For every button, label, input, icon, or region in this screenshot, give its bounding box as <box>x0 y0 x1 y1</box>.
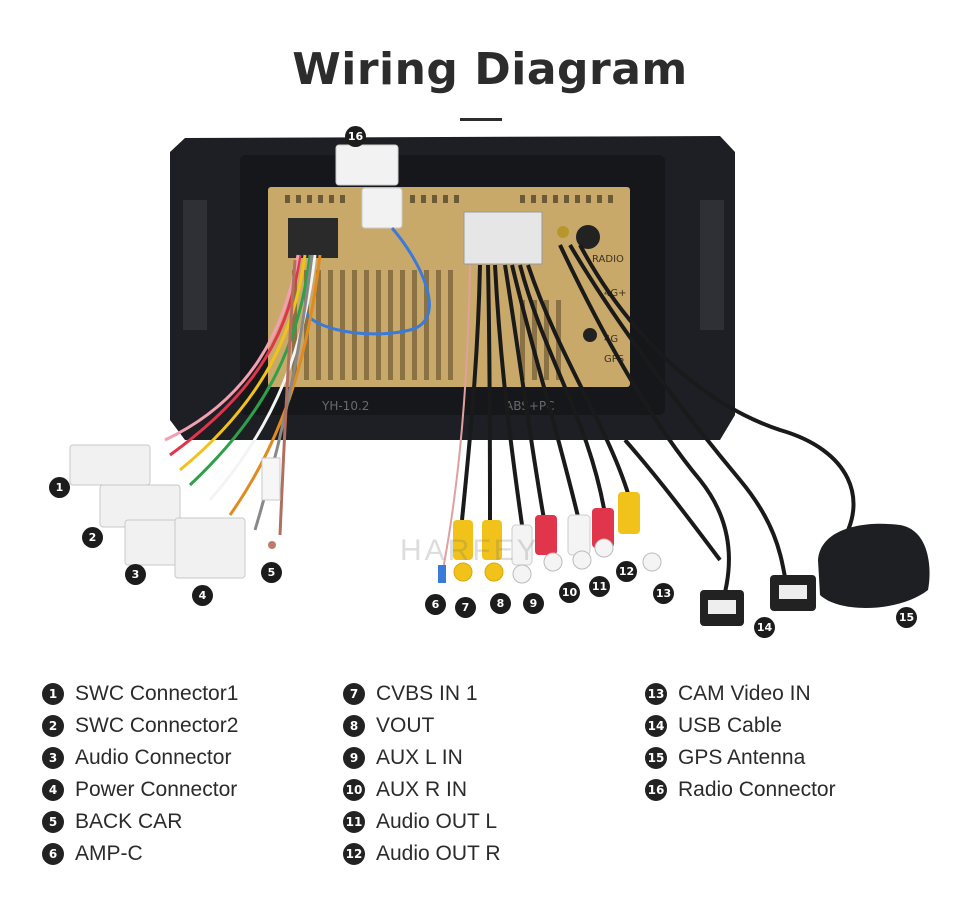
legend-label: Audio OUT L <box>376 810 498 833</box>
legend-item: 6 AMP-C <box>42 838 238 870</box>
legend-item: 5 BACK CAR <box>42 806 238 838</box>
callout-6: 6 <box>425 594 446 615</box>
legend-item: 4 Power Connector <box>42 774 238 806</box>
legend-number-badge: 7 <box>343 683 365 705</box>
legend-number-badge: 15 <box>645 747 667 769</box>
callout-15: 15 <box>896 607 917 628</box>
legend-item: 14 USB Cable <box>645 710 836 742</box>
callout-4: 4 <box>192 585 213 606</box>
watermark: HARFEY <box>400 534 540 567</box>
callout-16: 16 <box>345 126 366 147</box>
legend-label: Audio Connector <box>75 746 232 769</box>
legend-item: 2 SWC Connector2 <box>42 710 238 742</box>
callout-11: 11 <box>589 576 610 597</box>
legend-number-badge: 3 <box>42 747 64 769</box>
rca-plugs <box>438 492 662 584</box>
swc-connectors <box>69 444 281 579</box>
callout-12: 12 <box>616 561 637 582</box>
usb-plugs <box>700 575 816 626</box>
callout-7: 7 <box>455 597 476 618</box>
legend-item: 8 VOUT <box>343 710 501 742</box>
wiring-photo: RADIO 4G+ 4G GPS YH-10.2 ABS+PC <box>69 136 930 626</box>
legend-label: BACK CAR <box>75 810 183 833</box>
legend-number-badge: 12 <box>343 843 365 865</box>
rca-leads <box>441 264 632 576</box>
legend-label: VOUT <box>376 714 435 737</box>
legend-number-badge: 8 <box>343 715 365 737</box>
gps-antenna <box>818 523 930 608</box>
legend-column-2: 7 CVBS IN 1 8 VOUT 9 AUX L IN 10 AUX R IN 11… <box>343 678 501 870</box>
legend-number-badge: 1 <box>42 683 64 705</box>
legend-number-badge: 14 <box>645 715 667 737</box>
legend-item: 15 GPS Antenna <box>645 742 836 774</box>
chassis-panel <box>268 187 630 387</box>
legend-number-badge: 11 <box>343 811 365 833</box>
gps-port-label: GPS <box>604 354 624 365</box>
radio-connector <box>303 144 431 336</box>
callout-8: 8 <box>490 593 511 614</box>
wire-harness <box>164 254 322 536</box>
legend-item: 11 Audio OUT L <box>343 806 501 838</box>
callout-3: 3 <box>125 564 146 585</box>
legend-number-badge: 9 <box>343 747 365 769</box>
callout-13: 13 <box>653 583 674 604</box>
legend-label: GPS Antenna <box>678 746 806 769</box>
4g-port-label: 4G <box>604 334 618 345</box>
legend-item: 12 Audio OUT R <box>343 838 501 870</box>
4g-plus-port-label: 4G+ <box>604 288 627 299</box>
legend-label: AUX R IN <box>376 778 468 801</box>
legend-item: 3 Audio Connector <box>42 742 238 774</box>
legend-item: 1 SWC Connector1 <box>42 678 238 710</box>
usb-gps-cables <box>558 243 856 611</box>
title-underline <box>460 118 502 121</box>
legend-label: CAM Video IN <box>678 682 811 705</box>
legend-number-badge: 16 <box>645 779 667 801</box>
legend-item: 16 Radio Connector <box>645 774 836 806</box>
callout-2: 2 <box>82 527 103 548</box>
legend-label: AMP-C <box>75 842 143 865</box>
callout-5: 5 <box>261 562 282 583</box>
page-title: Wiring Diagram <box>292 44 688 95</box>
legend-number-badge: 2 <box>42 715 64 737</box>
legend-number-badge: 4 <box>42 779 64 801</box>
legend-number-badge: 5 <box>42 811 64 833</box>
callout-10: 10 <box>559 582 580 603</box>
legend-column-3: 13 CAM Video IN 14 USB Cable 15 GPS Antenna… <box>645 678 836 806</box>
legend-label: Power Connector <box>75 778 238 801</box>
legend-label: SWC Connector2 <box>75 714 239 737</box>
legend-number-badge: 10 <box>343 779 365 801</box>
legend-item: 10 AUX R IN <box>343 774 501 806</box>
legend-number-badge: 13 <box>645 683 667 705</box>
radio-port-label: RADIO <box>592 254 624 265</box>
callout-1: 1 <box>49 477 70 498</box>
legend-item: 9 AUX L IN <box>343 742 501 774</box>
legend-item: 7 CVBS IN 1 <box>343 678 501 710</box>
legend-label: SWC Connector1 <box>75 682 239 705</box>
legend-label: USB Cable <box>678 714 782 737</box>
callout-14: 14 <box>754 617 775 638</box>
model-label: YH-10.2 <box>321 399 369 413</box>
legend-number-badge: 6 <box>42 843 64 865</box>
legend-label: AUX L IN <box>376 746 463 769</box>
legend-label: Radio Connector <box>678 778 836 801</box>
legend-item: 13 CAM Video IN <box>645 678 836 710</box>
legend-column-1: 1 SWC Connector1 2 SWC Connector2 3 Audio C… <box>42 678 238 870</box>
material-label: ABS+PC <box>505 399 555 413</box>
callout-9: 9 <box>523 593 544 614</box>
legend-label: Audio OUT R <box>376 842 501 865</box>
legend-label: CVBS IN 1 <box>376 682 478 705</box>
